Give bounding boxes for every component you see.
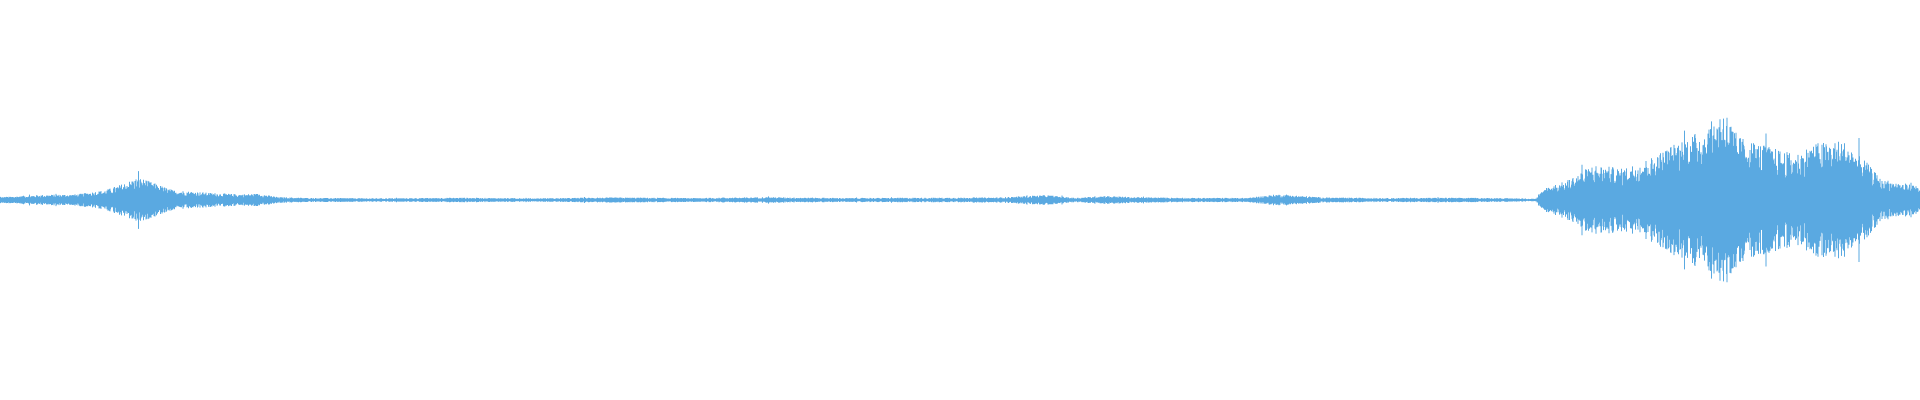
waveform-trace	[0, 117, 1920, 283]
